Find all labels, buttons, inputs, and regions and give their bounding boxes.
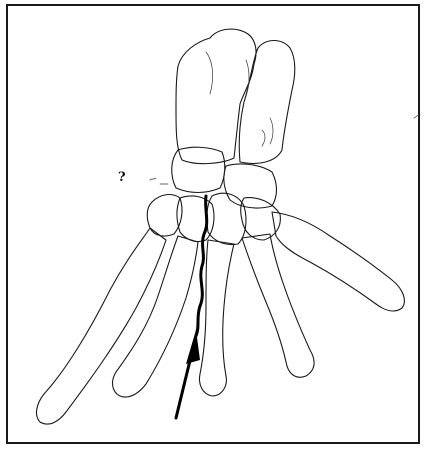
carpal-capitate <box>207 193 246 244</box>
metacarpal-1 <box>37 228 166 424</box>
metacarpal-2 <box>113 236 198 397</box>
ulna-bone <box>239 41 295 164</box>
metacarpal-5 <box>272 212 404 311</box>
radius-bone <box>176 29 256 164</box>
question-mark-annotation: ? <box>118 170 126 185</box>
metacarpal-3 <box>200 240 235 396</box>
carpal-triquetrum <box>224 164 277 208</box>
fracture-line <box>196 196 207 336</box>
annotation-pointer <box>150 178 168 184</box>
metacarpal-4 <box>242 234 314 377</box>
carpal-hamate <box>241 198 281 240</box>
